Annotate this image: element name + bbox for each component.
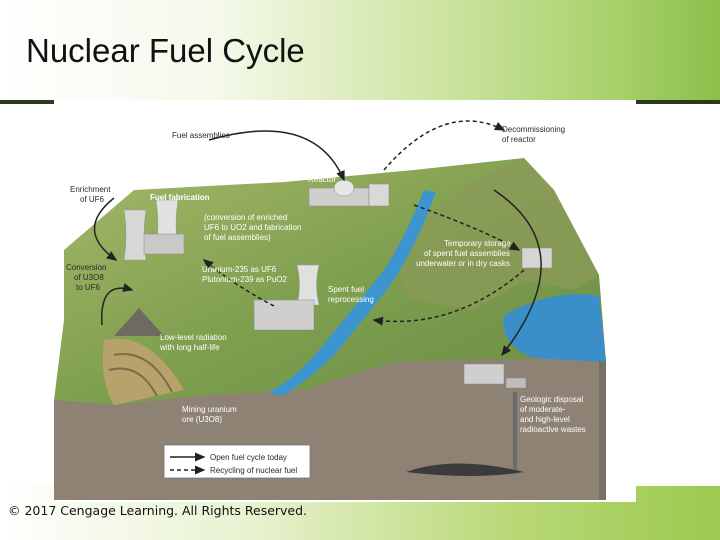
label-geologic-4: radioactive wastes	[520, 425, 586, 434]
label-mining-1: Mining uranium	[182, 405, 237, 414]
label-geologic-2: of moderate-	[520, 405, 566, 414]
label-low-level-2: with long half-life	[159, 343, 220, 352]
label-fuel-assemblies: Fuel assemblies	[172, 131, 230, 140]
label-decommissioning-1: Decommissioning	[502, 125, 565, 134]
label-enrichment-2: of UF6	[80, 195, 105, 204]
label-reactor: Reactor	[308, 175, 336, 184]
label-temporary-storage-2: of spent fuel assemblies	[424, 249, 510, 258]
label-fabrication-note-3: of fuel assemblies)	[204, 233, 271, 242]
disposal-shaft	[513, 392, 517, 472]
label-temporary-storage-3: underwater or in dry casks	[416, 259, 510, 268]
label-plutonium: Plutonium-239 as PuO2	[202, 275, 287, 284]
copyright-notice: © 2017 Cengage Learning. All Rights Rese…	[8, 503, 307, 518]
legend-open-cycle: Open fuel cycle today	[210, 453, 287, 462]
label-mining-2: ore (U3O8)	[182, 415, 222, 424]
fuel-cycle-diagram: Fuel assemblies Decommissioning of react…	[54, 100, 636, 502]
label-uranium: Uranium-235 as UF6	[202, 265, 277, 274]
label-conversion-2: of U3O8	[74, 273, 104, 282]
label-geologic-3: and high-level	[520, 415, 570, 424]
label-temporary-storage-1: Temporary storage	[444, 239, 511, 248]
label-fabrication-note-2: UF6 to UO2 and fabrication	[204, 223, 301, 232]
label-fuel-fabrication: Fuel fabrication	[150, 193, 210, 202]
label-fabrication-note-1: (conversion of enriched	[204, 213, 287, 222]
label-spent-fuel-2: reprocessing	[328, 295, 374, 304]
fuel-cycle-figure: Fuel assemblies Decommissioning of react…	[54, 100, 636, 502]
label-geologic-1: Geologic disposal	[520, 395, 583, 404]
slide-title: Nuclear Fuel Cycle	[26, 32, 305, 70]
label-decommissioning-2: of reactor	[502, 135, 536, 144]
label-enrichment-1: Enrichment	[70, 185, 111, 194]
label-low-level-1: Low-level radiation	[160, 333, 227, 342]
label-conversion-3: to UF6	[76, 283, 101, 292]
label-spent-fuel-1: Spent fuel	[328, 285, 364, 294]
storage-building	[522, 248, 552, 268]
legend: Open fuel cycle today Recycling of nucle…	[164, 445, 310, 478]
label-conversion-1: Conversion	[66, 263, 106, 272]
legend-recycling: Recycling of nuclear fuel	[210, 466, 297, 475]
